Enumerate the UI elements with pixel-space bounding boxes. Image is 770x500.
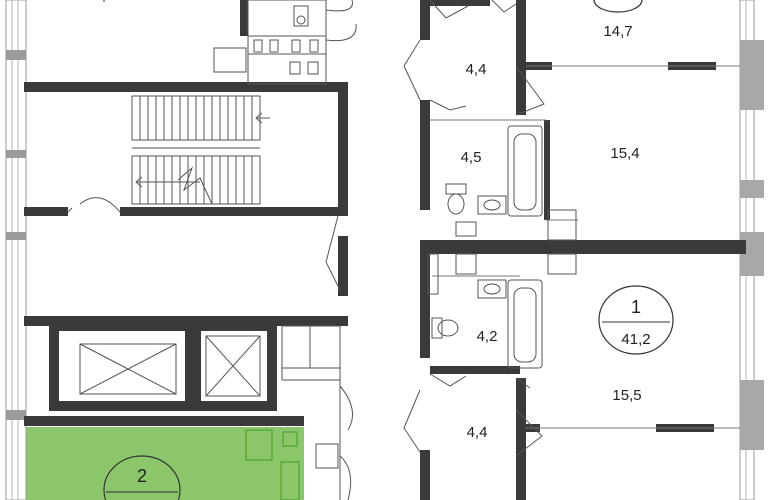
corridor-wall: [420, 0, 430, 500]
apartment-number: 2: [137, 466, 147, 486]
top-left-bathroom-block: [213, 0, 357, 85]
stair-door: [67, 197, 341, 291]
right-exterior-wall: [739, 0, 764, 500]
utility-boxes: [281, 325, 353, 500]
room-area-label: 4,4: [467, 424, 488, 441]
room-area-label: 15,5: [612, 387, 641, 404]
room-area-label: 14,7: [603, 23, 632, 40]
apartment-total-area: 41,2: [621, 331, 650, 348]
staircase: [131, 95, 270, 205]
apartment-2-marker[interactable]: 2: [103, 455, 181, 500]
right-bathroom-fixtures: [427, 125, 577, 369]
left-exterior-wall: [5, 0, 27, 500]
apartment-marker-partial: [593, 0, 643, 13]
apartment-number: 1: [631, 297, 641, 317]
room-area-label: 15,4: [610, 145, 639, 162]
stair-core-walls: [24, 0, 348, 326]
apartment-1-marker[interactable]: 1 41,2: [598, 285, 674, 355]
room-area-label: 4,5: [461, 149, 482, 166]
room-area-label: 4,2: [477, 328, 498, 345]
thin-partitions: [430, 65, 740, 429]
right-apartment-walls: [420, 0, 746, 500]
corridor-doors: [403, 0, 545, 457]
elevator-shafts: [24, 321, 304, 426]
room-area-label: 4,4: [466, 61, 487, 78]
